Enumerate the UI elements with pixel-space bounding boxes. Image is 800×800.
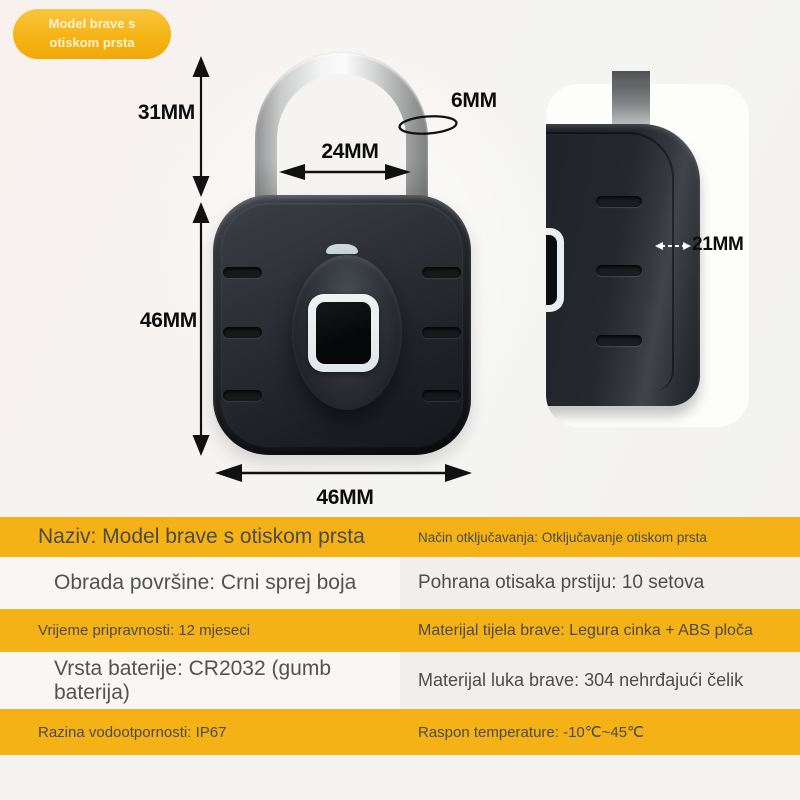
dim-label-24mm: 24MM xyxy=(321,140,379,163)
ridge-right-3 xyxy=(422,390,461,401)
led-indicator xyxy=(326,244,358,254)
photo-scene: Model brave s otiskom prsta xyxy=(0,0,800,517)
side-sensor-window xyxy=(546,235,557,305)
thickness-arrow xyxy=(655,242,691,250)
spec-row-1: Naziv: Model brave s otiskom prsta Način… xyxy=(0,517,800,557)
spec-row-5: Razina vodootpornosti: IP67 Raspon tempe… xyxy=(0,709,800,755)
lock-body xyxy=(213,195,471,455)
side-ridge-2 xyxy=(596,265,642,276)
spec-row-4: Vrsta baterije: CR2032 (gumb baterija) M… xyxy=(0,652,800,709)
spec-row-2: Obrada površine: Crni sprej boja Pohrana… xyxy=(0,557,800,609)
spec-name: Naziv: Model brave s otiskom prsta xyxy=(0,517,400,557)
shackle-opening xyxy=(277,74,406,202)
fingerprint-sensor xyxy=(308,294,379,372)
dim-label-31mm: 31MM xyxy=(137,101,195,124)
spec-shackle-material: Materijal luka brave: 304 nehrđajući čel… xyxy=(400,652,800,709)
side-ridge-3 xyxy=(596,335,642,346)
spec-table: Naziv: Model brave s otiskom prsta Način… xyxy=(0,517,800,755)
spec-waterproof-rating: Razina vodootpornosti: IP67 xyxy=(0,709,400,755)
spec-unlock-method: Način otključavanja: Otključavanje otisk… xyxy=(400,517,800,557)
ridge-left-3 xyxy=(223,390,262,401)
side-lock-body xyxy=(546,124,700,406)
spec-body-material: Materijal tijela brave: Legura cinka + A… xyxy=(400,609,800,652)
side-view-card: 21MM xyxy=(546,84,749,427)
title-badge: Model brave s otiskom prsta xyxy=(13,9,171,59)
ridge-left-1 xyxy=(223,267,262,278)
badge-line1: Model brave s xyxy=(48,16,136,32)
spec-standby-time: Vrijeme pripravnosti: 12 mjeseci xyxy=(0,609,400,652)
sensor-window xyxy=(316,302,371,364)
shackle-post-stub xyxy=(612,71,650,87)
badge-line2: otiskom prsta xyxy=(49,35,135,50)
ridge-right-2 xyxy=(422,327,461,338)
spec-battery-type: Vrsta baterije: CR2032 (gumb baterija) xyxy=(0,652,400,709)
ridge-right-1 xyxy=(422,267,461,278)
spec-temperature-range: Raspon temperature: -10℃~45℃ xyxy=(400,709,800,755)
dim-label-46mm-height: 46MM xyxy=(139,309,197,332)
side-fingerprint-sensor xyxy=(546,228,564,312)
side-ridge-1 xyxy=(596,196,642,207)
spec-print-storage: Pohrana otisaka prstiju: 10 setova xyxy=(400,557,800,609)
dim-label-6mm: 6MM xyxy=(451,89,497,112)
spec-surface-finish: Obrada površine: Crni sprej boja xyxy=(0,557,400,609)
dim-label-21mm: 21MM xyxy=(692,234,744,255)
ridge-left-2 xyxy=(223,327,262,338)
dim-label-46mm-width: 46MM xyxy=(316,486,374,509)
spec-row-3: Vrijeme pripravnosti: 12 mjeseci Materij… xyxy=(0,609,800,652)
